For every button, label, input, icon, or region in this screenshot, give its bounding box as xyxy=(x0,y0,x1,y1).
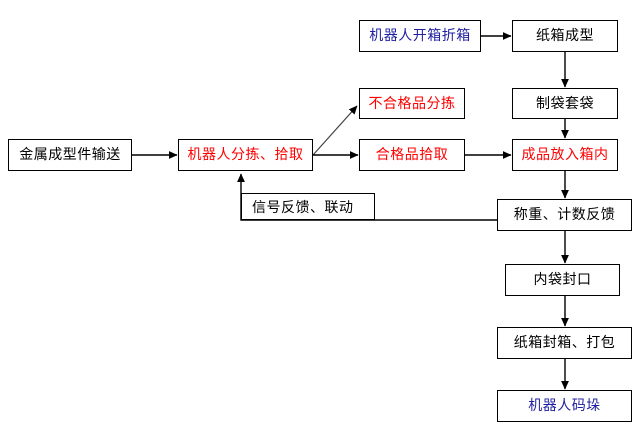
node-label: 内袋封口 xyxy=(533,272,592,288)
node-accept-pick[interactable]: 合格品拾取 xyxy=(359,139,465,171)
node-label: 不合格品分拣 xyxy=(368,95,456,112)
node-robot-sort[interactable]: 机器人分拣、拾取 xyxy=(178,139,313,171)
node-bag-make[interactable]: 制袋套袋 xyxy=(512,88,618,119)
node-label: 制袋套袋 xyxy=(536,95,594,112)
node-metal-feed[interactable]: 金属成型件输送 xyxy=(8,139,132,171)
node-label: 合格品拾取 xyxy=(375,147,449,163)
node-weigh-count[interactable]: 称重、计数反馈 xyxy=(497,199,632,231)
node-label: 机器人码垛 xyxy=(528,398,601,414)
node-carton-seal[interactable]: 纸箱封箱、打包 xyxy=(497,327,632,359)
edge-label-feedback: 信号反馈、联动 xyxy=(241,193,375,220)
edge-label-text: 信号反馈、联动 xyxy=(252,199,354,216)
node-reject-sort[interactable]: 不合格品分拣 xyxy=(359,88,465,119)
node-label: 纸箱成型 xyxy=(536,28,594,44)
node-label: 机器人分拣、拾取 xyxy=(187,147,304,163)
node-label: 称重、计数反馈 xyxy=(513,207,616,223)
node-label: 机器人开箱折箱 xyxy=(369,28,471,44)
node-label: 成品放入箱内 xyxy=(521,147,609,163)
node-robot-unfold-carton[interactable]: 机器人开箱折箱 xyxy=(359,20,481,52)
node-product-in-box[interactable]: 成品放入箱内 xyxy=(512,139,618,171)
edge-robot-sort-to-reject-sort xyxy=(312,105,358,156)
node-inner-bag-seal[interactable]: 内袋封口 xyxy=(505,264,620,296)
node-carton-form[interactable]: 纸箱成型 xyxy=(512,20,618,52)
node-label: 金属成型件输送 xyxy=(19,147,121,163)
node-robot-palletize[interactable]: 机器人码垛 xyxy=(497,390,632,422)
node-label: 纸箱封箱、打包 xyxy=(513,335,616,351)
